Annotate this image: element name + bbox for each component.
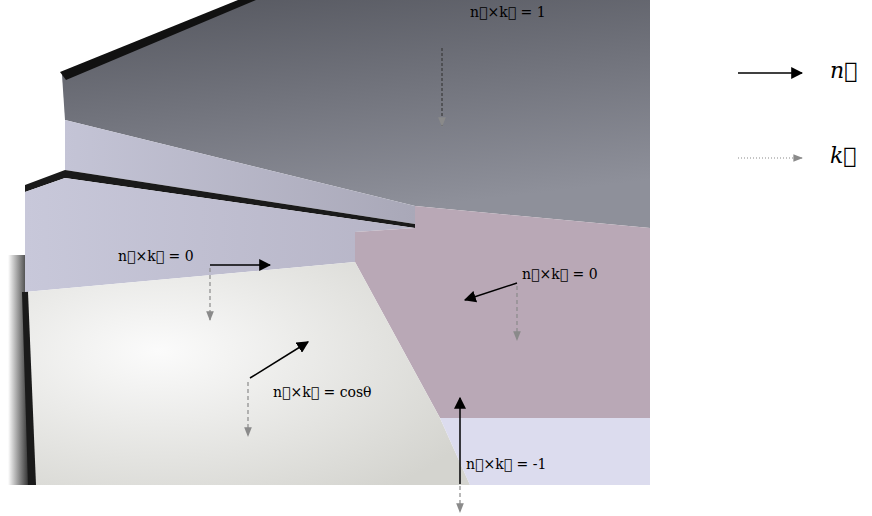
legend-dotted-arrow	[738, 157, 802, 158]
dot-product-label: n⃗×k⃗ = 0	[118, 248, 194, 265]
legend-solid-arrow	[738, 72, 802, 74]
legend-text: k⃗	[830, 143, 857, 169]
dot-product-label: n⃗×k⃗ = 1	[470, 4, 546, 21]
dot-product-label: n⃗×k⃗ = -1	[466, 456, 546, 473]
legend-text: n⃗	[830, 58, 857, 84]
dot-product-label: n⃗×k⃗ = cosθ	[273, 384, 372, 401]
dot-product-label: n⃗×k⃗ = 0	[522, 266, 598, 283]
